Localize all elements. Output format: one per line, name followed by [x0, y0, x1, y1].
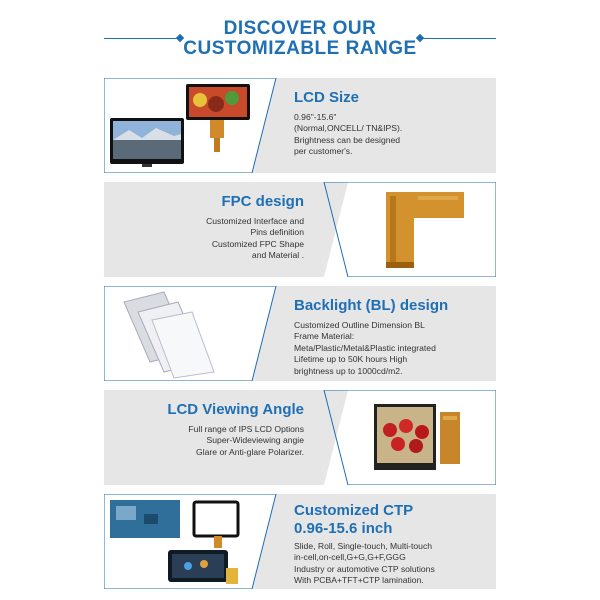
page-header: DISCOVER OUR CUSTOMIZABLE RANGE [0, 18, 600, 62]
ctp-line: Slide, Roll, Single-touch, Multi-touch [294, 541, 433, 551]
ctp-title-line: Customized CTP [294, 502, 414, 519]
ctp-line: Industry or automotive CTP solutions [294, 563, 435, 574]
backlight-line: Lifetime up to 50K hours High [294, 354, 408, 365]
section-customized-ctp: Customized CTP 0.96-15.6 inch Slide, Rol… [104, 494, 496, 589]
backlight-line: Meta/Plastic/Metal&Plastic integrated [294, 342, 436, 353]
backlight-line: brightness up to 1000cd/m2. [294, 365, 403, 376]
ctp-title-line: 0.96-15.6 inch [294, 520, 393, 537]
ctp-line: With PCBA+TFT+CTP lamination. [294, 575, 424, 586]
header-rule-right [420, 38, 496, 39]
viewing-angle-image [324, 390, 496, 485]
lcd-size-line: Brightness can be designed [294, 134, 401, 145]
fpc-design-line: and Material . [251, 250, 304, 261]
lcd-size-line: (Normal,ONCELL/ TN&IPS). [294, 123, 403, 134]
viewing-angle-line: Full range of IPS LCD Options [188, 424, 304, 434]
backlight-line: Frame Material: [294, 331, 355, 342]
viewing-angle-line: Super-Wideviewing angie [206, 435, 304, 446]
backlight-title: Backlight (BL) design [294, 297, 449, 314]
backlight-image [104, 286, 276, 381]
lcd-size-text: LCD Size 0.96"-15.6" (Normal,ONCELL/ TN&… [294, 78, 496, 158]
backlight-text: Backlight (BL) design Customized Outline… [294, 286, 496, 377]
page-title-line1: DISCOVER OUR [223, 18, 377, 39]
ctp-line: in-cell,on-cell,G+G,G+F,GGG [294, 552, 406, 563]
viewing-angle-title: LCD Viewing Angle [167, 401, 304, 418]
section-fpc-design: FPC design Customized Interface and Pins… [104, 182, 496, 277]
section-viewing-angle: LCD Viewing Angle Full range of IPS LCD … [104, 390, 496, 485]
viewing-angle-line: Glare or Anti-glare Polarizer. [196, 446, 304, 457]
fpc-design-title: FPC design [221, 193, 304, 210]
viewing-angle-description: Full range of IPS LCD Options Super-Wide… [104, 424, 304, 458]
ctp-image [104, 494, 276, 589]
fpc-design-line: Pins definition [250, 227, 304, 238]
lcd-size-line: 0.96"-15.6" [294, 112, 337, 122]
lcd-size-description: 0.96"-15.6" (Normal,ONCELL/ TN&IPS). Bri… [294, 112, 496, 158]
ctp-description: Slide, Roll, Single-touch, Multi-touch i… [294, 541, 496, 587]
section-backlight-design: Backlight (BL) design Customized Outline… [104, 286, 496, 381]
ctp-text: Customized CTP 0.96-15.6 inch Slide, Rol… [294, 494, 496, 587]
fpc-design-line: Customized Interface and [206, 216, 304, 226]
backlight-line: Customized Outline Dimension BL [294, 320, 425, 330]
ctp-title: Customized CTP 0.96-15.6 inch [294, 502, 496, 538]
fpc-design-image [324, 182, 496, 277]
fpc-design-description: Customized Interface and Pins definition… [104, 216, 304, 262]
backlight-description: Customized Outline Dimension BL Frame Ma… [294, 320, 496, 377]
section-lcd-size: LCD Size 0.96"-15.6" (Normal,ONCELL/ TN&… [104, 78, 496, 173]
lcd-size-image [104, 78, 276, 173]
fpc-design-text: FPC design Customized Interface and Pins… [104, 182, 304, 262]
fpc-design-line: Customized FPC Shape [211, 238, 304, 249]
lcd-size-line: per customer's. [294, 146, 353, 157]
lcd-size-title: LCD Size [294, 89, 360, 106]
viewing-angle-text: LCD Viewing Angle Full range of IPS LCD … [104, 390, 304, 458]
header-rule-left [104, 38, 180, 39]
page-title-line2: CUSTOMIZABLE RANGE [183, 38, 417, 59]
